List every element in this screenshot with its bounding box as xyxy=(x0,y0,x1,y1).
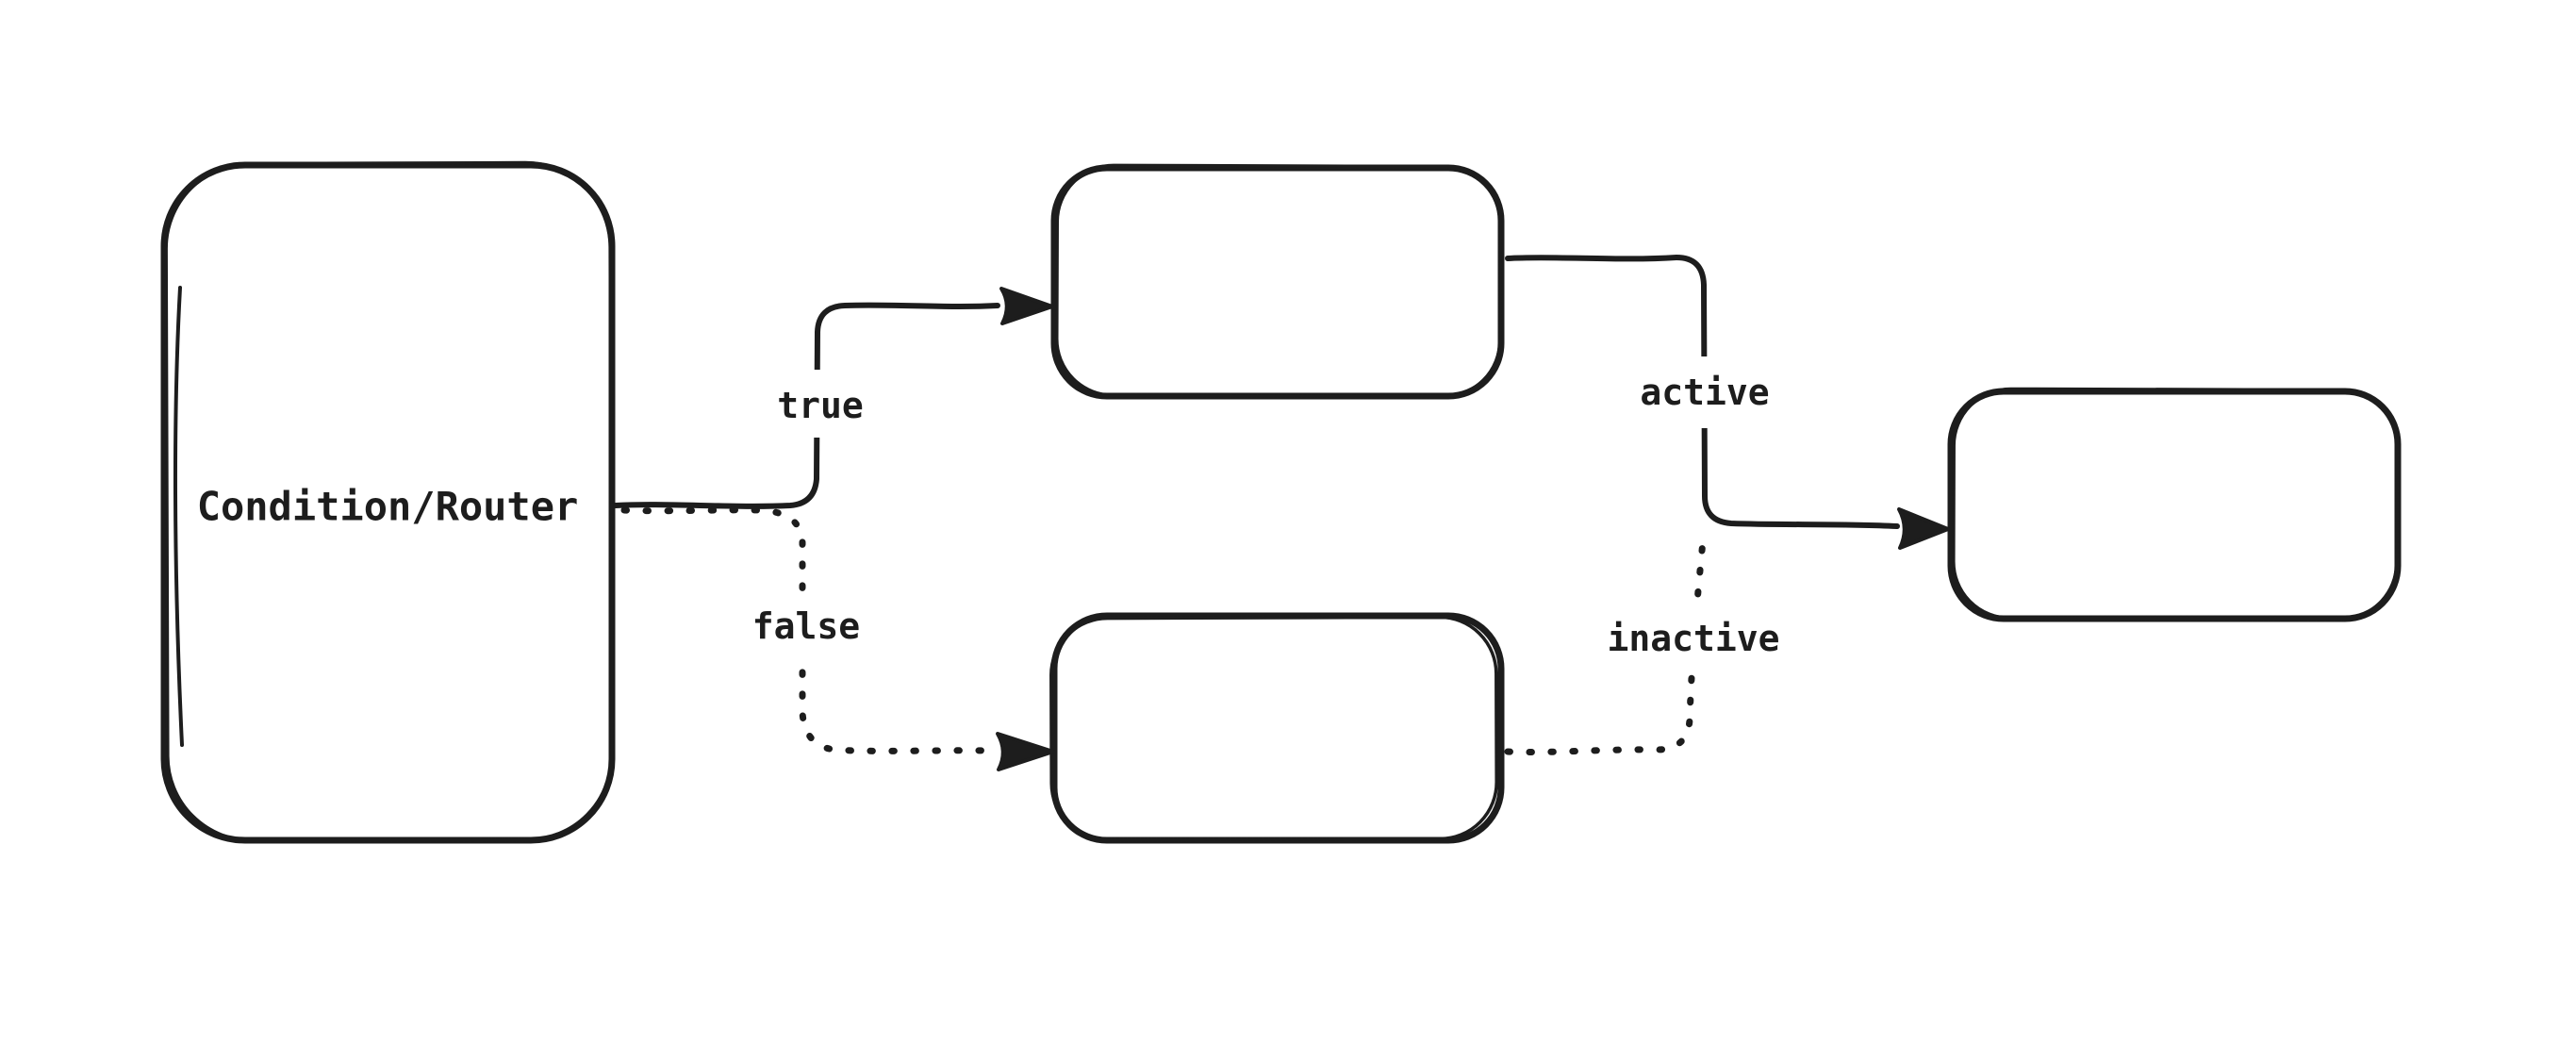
edge-label-text-false: false xyxy=(752,605,860,647)
arrowhead-active xyxy=(1897,507,1950,550)
edge-label-bg-active xyxy=(1632,356,1777,428)
edge-label-inactive: inactive xyxy=(1600,604,1787,671)
node-false-branch xyxy=(1049,612,1505,844)
arrowhead-true xyxy=(999,287,1054,325)
edge-label-false: false xyxy=(745,592,867,664)
edge-label-text-true: true xyxy=(777,385,864,426)
edge-label-text-active: active xyxy=(1640,372,1769,413)
node-final xyxy=(1947,387,2402,622)
edge-false-line xyxy=(620,506,998,754)
edge-label-active: active xyxy=(1632,356,1777,428)
true-branch-box xyxy=(1050,164,1505,400)
arrowhead-false xyxy=(996,732,1055,771)
final-box xyxy=(1947,388,2402,622)
false-branch-box xyxy=(1050,612,1505,844)
edge-true-line xyxy=(613,302,1000,509)
node-true-branch xyxy=(1050,163,1505,400)
edge-label-true: true xyxy=(769,370,871,438)
condition-router-label: Condition/Router xyxy=(197,484,579,530)
final-box-sketch-stroke xyxy=(1952,387,2399,621)
edge-label-text-inactive: inactive xyxy=(1607,618,1779,659)
edge-label-bg-true xyxy=(769,370,871,438)
condition-router-box-doubled-edge xyxy=(173,286,184,747)
condition-router-box-sketch-stroke xyxy=(164,160,614,843)
edge-label-bg-inactive xyxy=(1600,604,1787,671)
false-branch-box-sketch-stroke xyxy=(1049,615,1498,842)
true-branch-box-sketch-stroke xyxy=(1055,163,1502,399)
edge-label-bg-false xyxy=(745,592,867,664)
node-condition-router: Condition/Router xyxy=(160,160,616,844)
